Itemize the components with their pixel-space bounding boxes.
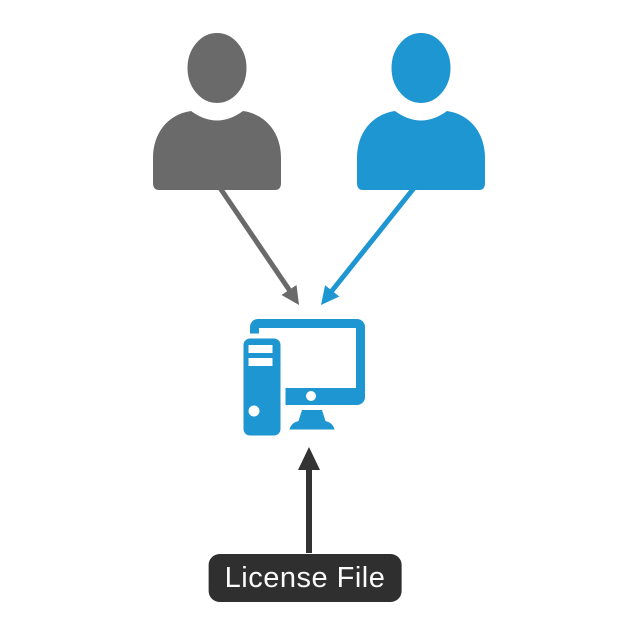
license-file-label-text: License File — [224, 561, 386, 594]
user-icon-blue — [357, 30, 485, 190]
arrow-blue-user-to-computer — [321, 181, 420, 305]
license-file-label: License File — [208, 554, 402, 602]
arrow-gray-user-to-computer — [215, 183, 299, 305]
tower-icon — [238, 333, 286, 441]
user-icon-gray — [153, 30, 281, 190]
computer-icon — [238, 319, 365, 441]
arrow-license-file-to-computer — [298, 447, 320, 553]
